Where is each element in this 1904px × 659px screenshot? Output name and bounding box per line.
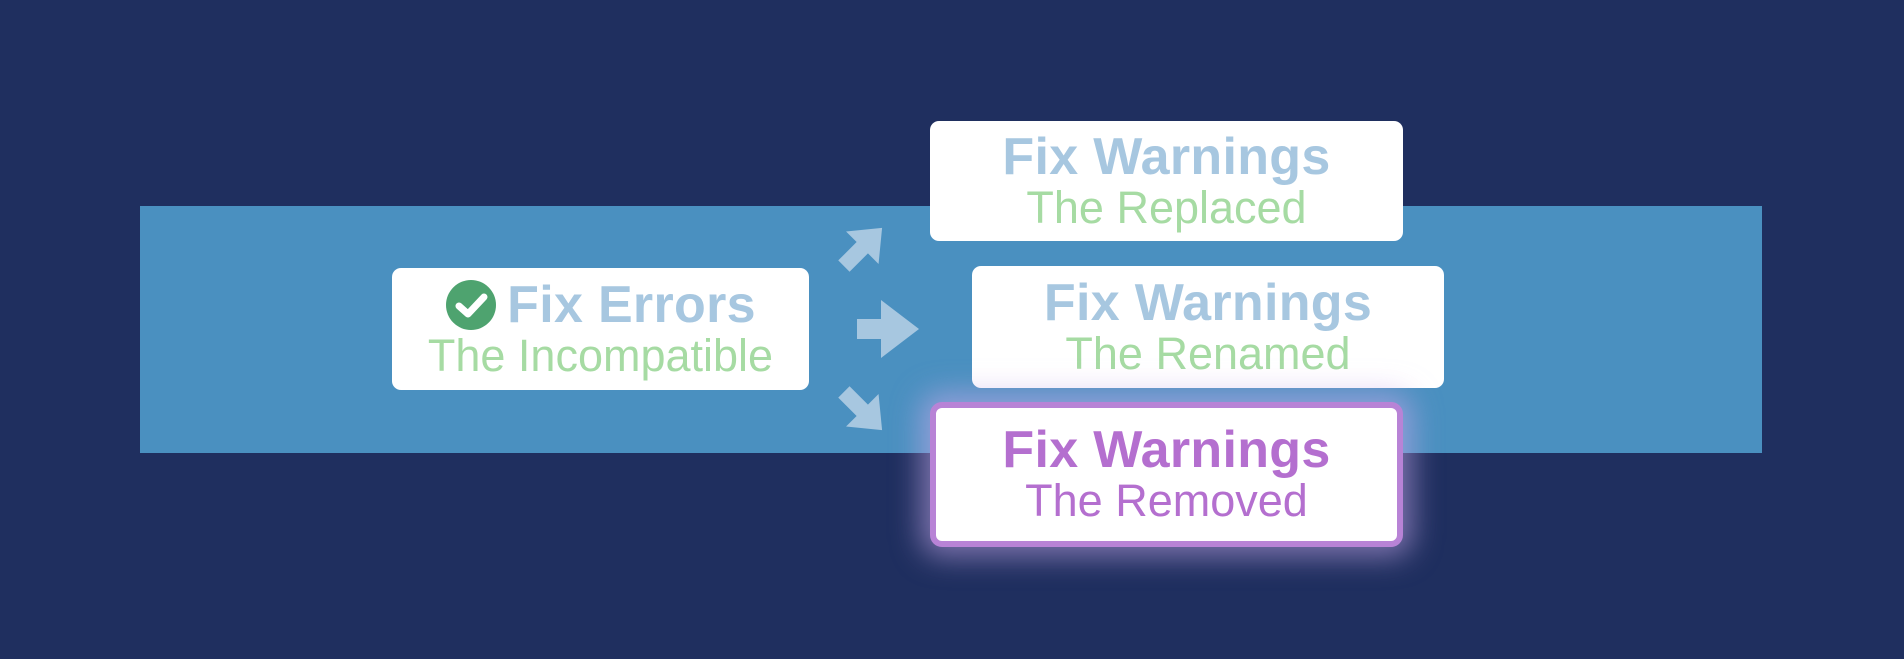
fix-warnings-replaced-card: Fix Warnings The Replaced <box>930 121 1403 241</box>
fix-errors-title-row: Fix Errors <box>445 275 756 334</box>
fix-warnings-title: Fix Warnings <box>1002 127 1331 186</box>
renamed-subtitle: The Renamed <box>1065 327 1351 379</box>
fix-errors-title: Fix Errors <box>507 275 756 334</box>
removed-subtitle: The Removed <box>1025 475 1308 527</box>
fix-warnings-title: Fix Warnings <box>1002 421 1331 480</box>
arrow-down-right-icon <box>838 386 883 431</box>
arrow-right-icon <box>857 300 919 358</box>
replaced-subtitle: The Replaced <box>1026 181 1307 233</box>
fix-warnings-title: Fix Warnings <box>1043 273 1373 332</box>
fix-errors-card: Fix Errors The Incompatible <box>392 268 809 390</box>
fix-warnings-removed-card: Fix Warnings The Removed <box>930 402 1403 547</box>
check-circle-icon <box>446 280 497 331</box>
fix-errors-subtitle: The Incompatible <box>427 329 774 381</box>
arrow-up-right-icon <box>838 227 883 272</box>
fix-warnings-renamed-card: Fix Warnings The Renamed <box>972 266 1444 388</box>
